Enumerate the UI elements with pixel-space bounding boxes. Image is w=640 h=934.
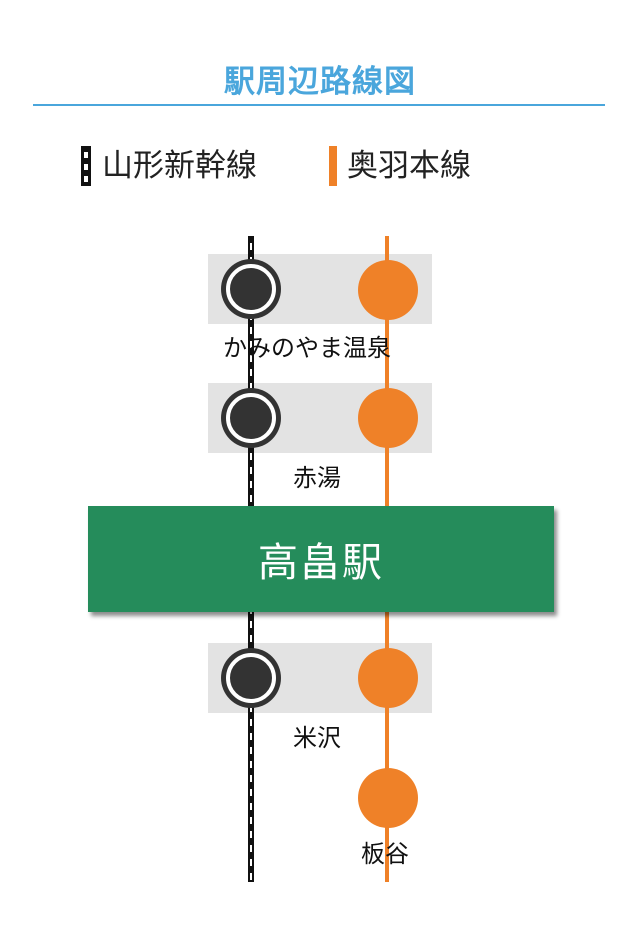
yonezawa-ou-stop[interactable] [358, 648, 418, 708]
station-name-akayu: 赤湯 [293, 464, 341, 492]
yonezawa-shinkansen-stop[interactable] [226, 653, 276, 703]
itaya-ou-stop[interactable] [358, 768, 418, 828]
akayu-ou-stop[interactable] [358, 388, 418, 448]
legend-ou-label: 奥羽本線 [347, 148, 471, 184]
title-divider [33, 104, 605, 106]
kaminoyama-shinkansen-stop[interactable] [226, 264, 276, 314]
station-name-yonezawa: 米沢 [293, 724, 341, 752]
station-name-kaminoyama: かみのやま温泉 [223, 334, 391, 362]
legend-shinkansen-swatch [81, 146, 91, 186]
station-name-itaya: 板谷 [361, 840, 409, 868]
kaminoyama-ou-stop[interactable] [358, 260, 418, 320]
current-station-name: 高畠駅 [258, 540, 384, 586]
legend-shinkansen-label: 山形新幹線 [102, 148, 257, 184]
legend-ou-swatch [329, 146, 337, 186]
akayu-shinkansen-stop[interactable] [226, 393, 276, 443]
current-station-banner: 高畠駅 [88, 506, 554, 612]
page-title: 駅周辺路線図 [224, 64, 416, 100]
